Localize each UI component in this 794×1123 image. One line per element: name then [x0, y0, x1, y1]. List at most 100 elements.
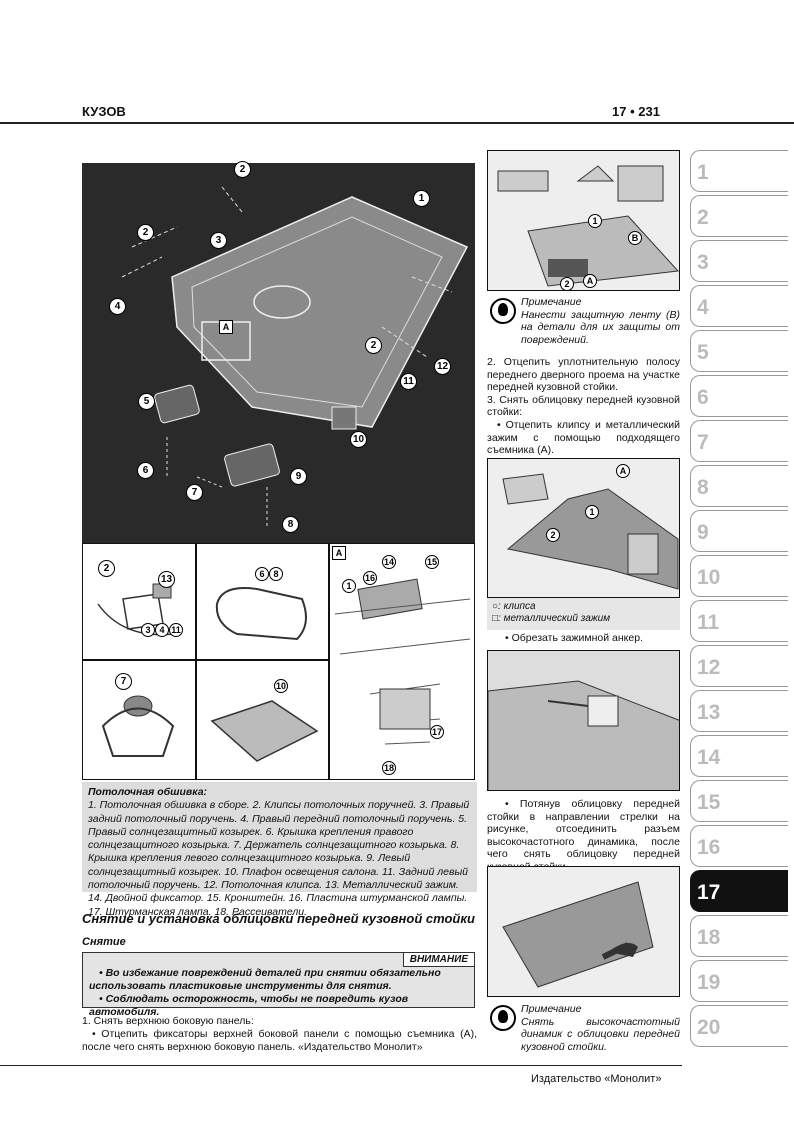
headliner-exploded-figure: 1 2 3 2 4 2 11 12 5 10 6 9 7 8 A	[82, 157, 475, 543]
chapter-tab-12[interactable]: 12	[690, 645, 788, 687]
caption-title: Потолочная обшивка:	[88, 786, 208, 798]
callout-15: 15	[425, 555, 439, 569]
warning-line: • Соблюдать осторожность, чтобы не повре…	[89, 993, 409, 1018]
callout-2: 2	[137, 224, 154, 241]
bullet-pull-trim: • Потянув облицовку передней стойки в на…	[487, 798, 680, 873]
note-icon	[490, 298, 516, 324]
figure-side-panel: 1 B A 2	[487, 150, 680, 291]
clamp-symbol-icon: □	[492, 613, 499, 624]
running-header-page: 17 • 231	[612, 104, 660, 119]
chapter-tab-17[interactable]: 17	[690, 870, 788, 912]
chapter-tab-11[interactable]: 11	[690, 600, 788, 642]
inset-handle-clips: 2 13 3 4 11	[82, 543, 196, 660]
chapter-tab-18[interactable]: 18	[690, 915, 788, 957]
callout-1: 1	[588, 214, 602, 228]
callout-2: 2	[234, 161, 251, 178]
step-1: 1. Снять верхнюю боковую панель:	[82, 1015, 254, 1027]
chapter-tab-9[interactable]: 9	[690, 510, 788, 552]
inset-map-lamp: A 14 15 16 1 17 18	[329, 543, 475, 780]
warning-box: ВНИМАНИЕ • Во избежание повреждений дета…	[82, 952, 475, 1018]
chapter-tab-6[interactable]: 6	[690, 375, 788, 417]
step-2: 2. Отцепить уплотнительную полосу передн…	[487, 356, 680, 394]
inset-dome-lamp: 10	[196, 660, 329, 780]
legend-clamp: □: металлический зажим	[492, 613, 611, 624]
callout-12: 12	[434, 358, 451, 375]
callout-a: A	[219, 320, 233, 334]
note-protective-tape: Примечание Нанести защитную ленту (B) на…	[487, 296, 680, 346]
callout-a: A	[332, 546, 346, 560]
callout-10: 10	[274, 679, 288, 693]
callout-7: 7	[115, 673, 132, 690]
callout-9: 9	[290, 468, 307, 485]
running-header-section: КУЗОВ	[82, 104, 126, 119]
removal-steps-left: 1. Снять верхнюю боковую панель: • Отцеп…	[82, 1015, 477, 1054]
section-title: Снятие и установка облицовки передней ку…	[82, 911, 475, 926]
note-text: Нанести защитную ленту (B) на детали для…	[521, 308, 680, 346]
callout-b: B	[628, 231, 642, 245]
callout-14: 14	[382, 555, 396, 569]
chapter-tab-19[interactable]: 19	[690, 960, 788, 1002]
bullet-cut-anchor: • Обрезать зажимной анкер.	[505, 632, 643, 644]
chapter-tab-7[interactable]: 7	[690, 420, 788, 462]
inset-visor-holder: 7	[82, 660, 196, 780]
callout-2: 2	[546, 528, 560, 542]
callout-11: 11	[169, 623, 183, 637]
clip-symbol-icon: ○	[492, 601, 499, 612]
callout-13: 13	[158, 571, 175, 588]
callout-1: 1	[413, 190, 430, 207]
figure-pull-trim	[487, 866, 680, 997]
legend-clip: ○: клипса	[492, 601, 536, 612]
callout-1: 1	[342, 579, 356, 593]
callout-10: 10	[350, 431, 367, 448]
caption-body: 1. Потолочная обшивка в сборе. 2. Клипсы…	[88, 799, 470, 918]
callout-6: 6	[255, 567, 269, 581]
header-rule	[0, 122, 794, 124]
chapter-tab-8[interactable]: 8	[690, 465, 788, 507]
callout-a: A	[616, 464, 630, 478]
figure-pillar-clips: A 1 2	[487, 458, 680, 598]
subsection-title: Снятие	[82, 936, 126, 948]
chapter-tab-2[interactable]: 2	[690, 195, 788, 237]
step-3-bullet: • Отцепить клипсу и металлический зажим …	[487, 418, 680, 457]
note-title: Примечание	[521, 296, 582, 308]
callout-8: 8	[269, 567, 283, 581]
callout-a: A	[583, 274, 597, 288]
note-title: Примечание	[521, 1003, 582, 1015]
chapter-tab-13[interactable]: 13	[690, 690, 788, 732]
chapter-tab-10[interactable]: 10	[690, 555, 788, 597]
callout-16: 16	[363, 571, 377, 585]
chapter-tab-15[interactable]: 15	[690, 780, 788, 822]
callout-2: 2	[365, 337, 382, 354]
chapter-tab-3[interactable]: 3	[690, 240, 788, 282]
step-1-bullet: • Отцепить фиксаторы верхней боковой пан…	[82, 1028, 477, 1053]
callout-1: 1	[585, 505, 599, 519]
headliner-caption: Потолочная обшивка: 1. Потолочная обшивк…	[82, 782, 477, 918]
step-3: 3. Снять облицовку передней кузовной сто…	[487, 393, 680, 419]
callout-5: 5	[138, 393, 155, 410]
callout-8: 8	[282, 516, 299, 533]
callout-6: 6	[137, 462, 154, 479]
figure-legend: ○: клипса □: металлический зажим	[487, 598, 680, 630]
callout-4: 4	[155, 623, 169, 637]
footer-rule	[0, 1065, 682, 1066]
callout-17: 17	[430, 725, 444, 739]
chapter-tab-14[interactable]: 14	[690, 735, 788, 777]
chapter-tab-16[interactable]: 16	[690, 825, 788, 867]
warning-tag: ВНИМАНИЕ	[402, 953, 474, 967]
callout-3: 3	[141, 623, 155, 637]
removal-steps-right: 2. Отцепить уплотнительную полосу передн…	[487, 356, 680, 457]
callout-18: 18	[382, 761, 396, 775]
note-tweeter: Примечание Снять высокочастотный динамик…	[487, 1003, 680, 1053]
footer-publisher: Издательство «Монолит»	[531, 1073, 662, 1085]
callout-11: 11	[400, 373, 417, 390]
note-text: Снять высокочастотный динамик с облицовк…	[521, 1015, 680, 1053]
chapter-tab-4[interactable]: 4	[690, 285, 788, 327]
chapter-tab-5[interactable]: 5	[690, 330, 788, 372]
note-icon	[490, 1005, 516, 1031]
inset-visor-cover: 6 8	[196, 543, 329, 660]
callout-4: 4	[109, 298, 126, 315]
chapter-tab-1[interactable]: 1	[690, 150, 788, 192]
chapter-tab-20[interactable]: 20	[690, 1005, 788, 1047]
callout-2: 2	[98, 560, 115, 577]
headliner-drawing	[82, 157, 475, 527]
